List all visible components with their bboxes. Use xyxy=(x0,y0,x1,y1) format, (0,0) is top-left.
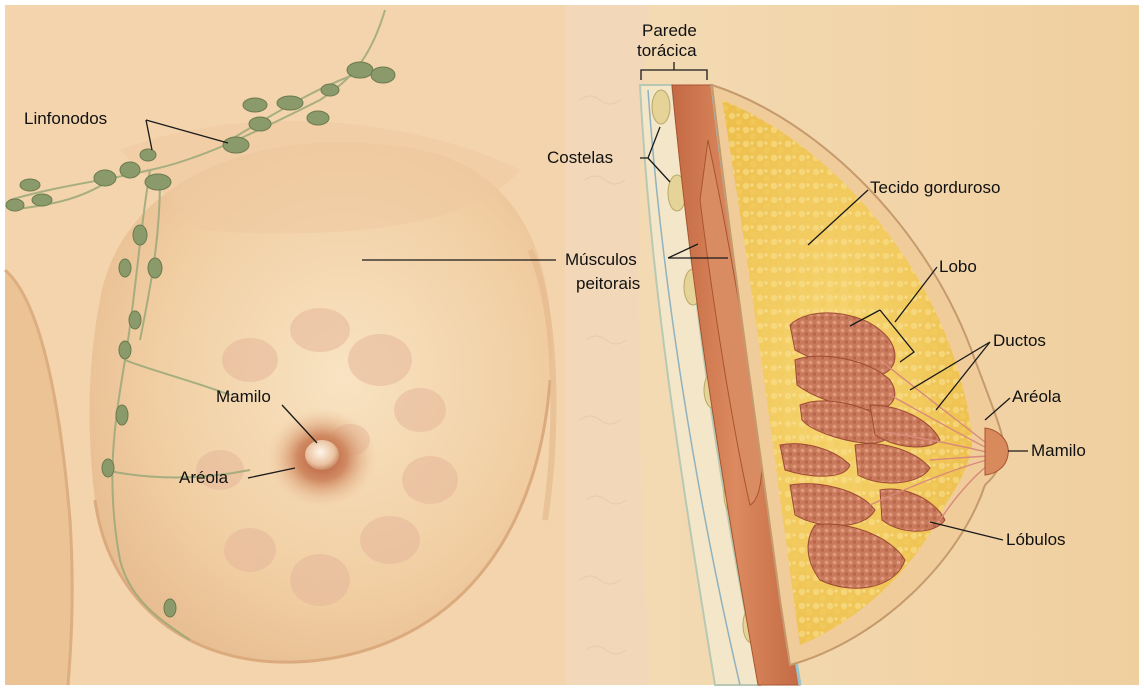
nipple-shape xyxy=(305,440,339,470)
label-areola-side: Aréola xyxy=(1012,387,1062,406)
label-lobulos: Lóbulos xyxy=(1006,530,1066,549)
label-mamilo-front: Mamilo xyxy=(216,387,271,406)
side-view-illustration: Parede torácica Costelas Músculos peitor… xyxy=(547,5,1139,685)
label-parede-line1: Parede xyxy=(642,21,697,40)
label-linfonodos: Linfonodos xyxy=(24,109,107,128)
label-mamilo-side: Mamilo xyxy=(1031,441,1086,460)
label-musculos-line2: peitorais xyxy=(576,274,640,293)
front-view-illustration: Linfonodos Mamilo Aréola xyxy=(5,5,565,685)
label-areola-front: Aréola xyxy=(179,468,229,487)
label-musculos-line1: Músculos xyxy=(565,250,637,269)
label-ductos: Ductos xyxy=(993,331,1046,350)
label-costelas: Costelas xyxy=(547,148,613,167)
label-parede-line2: torácica xyxy=(637,41,697,60)
label-lobo: Lobo xyxy=(939,257,977,276)
label-tecido: Tecido gorduroso xyxy=(870,178,1000,197)
